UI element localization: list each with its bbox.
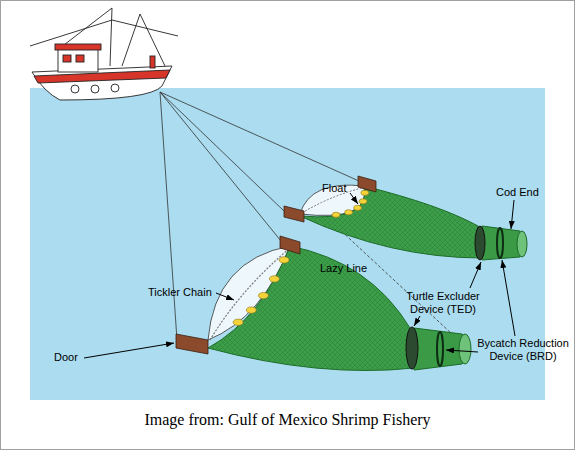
- leader-arrow: [414, 316, 420, 326]
- tire-fender: [91, 85, 99, 93]
- trawl-door: [176, 334, 208, 354]
- tow-line: [160, 92, 285, 212]
- float: [258, 292, 268, 298]
- float: [279, 257, 289, 263]
- image-caption: Image from: Gulf of Mexico Shrimp Fisher…: [0, 410, 575, 429]
- part-label: Cod End: [496, 186, 546, 199]
- tire-fender: [71, 85, 79, 93]
- float: [246, 307, 256, 313]
- trawl-door: [284, 206, 304, 222]
- bycatch-reduction-device: [437, 332, 443, 366]
- outrigger: [112, 20, 178, 36]
- hull-stripe: [34, 70, 170, 83]
- part-label: Float: [322, 182, 362, 195]
- rigging: [60, 8, 112, 48]
- trawl-net-mesh: [300, 186, 482, 258]
- tow-line: [160, 92, 177, 340]
- leader-arrow: [511, 200, 514, 229]
- water: [30, 88, 545, 400]
- cabin-window: [76, 55, 84, 62]
- mast: [110, 8, 112, 66]
- part-label: Tickler Chain: [148, 286, 218, 299]
- leader-arrow: [446, 350, 478, 352]
- tow-line: [160, 92, 359, 181]
- part-label: Door: [54, 351, 88, 364]
- bycatch-reduction-device: [497, 228, 503, 258]
- part-label: Lazy Line: [320, 262, 374, 275]
- leader-arrow: [502, 260, 515, 336]
- trawl-net-mesh: [208, 246, 414, 371]
- cabin-window: [63, 55, 71, 62]
- cod-end-tip: [517, 231, 527, 257]
- leader-arrow: [470, 262, 481, 288]
- part-label: Turtle Excluder Device (TED): [400, 290, 486, 316]
- trawl-door: [280, 236, 300, 254]
- leader-arrow: [350, 193, 358, 204]
- outrigger: [30, 20, 112, 46]
- tire-fender: [111, 84, 119, 92]
- stern-post: [150, 56, 155, 68]
- trawl-net: [300, 186, 482, 258]
- float: [332, 212, 340, 217]
- cod-end-tip: [459, 334, 471, 364]
- tow-line: [160, 92, 281, 241]
- mast: [122, 14, 140, 66]
- float: [345, 210, 353, 215]
- float: [269, 276, 279, 282]
- turtle-excluder-device: [406, 327, 418, 369]
- trawl-door: [358, 176, 376, 192]
- boat-cabin: [58, 48, 98, 72]
- leader-arrow: [216, 293, 234, 300]
- cabin-roof: [55, 44, 101, 50]
- leader-arrow: [84, 343, 174, 358]
- boat-hull: [32, 66, 172, 100]
- trawl-net: [208, 246, 414, 371]
- tickler-chain: [210, 248, 290, 340]
- float: [359, 199, 367, 204]
- part-label: Bycatch Reduction Device (BRD): [476, 337, 570, 363]
- turtle-excluder-device: [475, 226, 485, 260]
- float: [233, 319, 243, 325]
- float: [361, 190, 369, 195]
- float: [354, 205, 362, 210]
